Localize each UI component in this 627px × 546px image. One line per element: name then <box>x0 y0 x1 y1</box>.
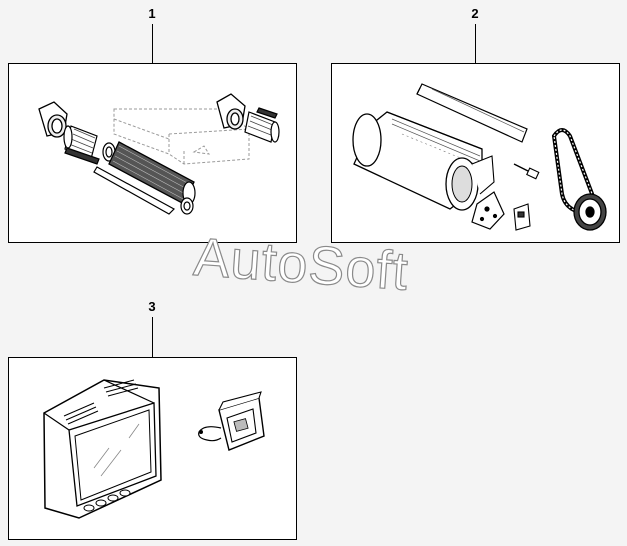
callout-number-1: 1 <box>148 6 156 21</box>
callout-leader-1 <box>152 24 153 63</box>
callout-leader-3 <box>152 317 153 357</box>
callout-number-3: 3 <box>148 299 156 314</box>
left-short-hose <box>63 125 100 165</box>
monitor-vent-slots <box>63 379 139 425</box>
mounting-plate <box>471 191 505 230</box>
duct-hose-illustration <box>38 93 280 215</box>
small-bracket <box>513 203 531 231</box>
left-flange-adaptor <box>38 101 68 138</box>
pulley-wheel <box>573 193 607 231</box>
panel-1-duct-hoses <box>8 63 297 243</box>
cylinder-drum <box>352 111 495 211</box>
callout-number-2: 2 <box>471 6 479 21</box>
adjust-screw <box>513 163 540 180</box>
drum-belt-illustration <box>352 83 607 231</box>
end-hose-clamp <box>180 197 194 215</box>
right-short-hose <box>244 107 280 143</box>
display-unit-illustration <box>43 379 265 519</box>
monitor-front-buttons <box>83 489 131 512</box>
top-cover-strip <box>416 83 528 143</box>
callout-leader-2 <box>475 24 476 63</box>
hose-support-tray <box>93 166 175 215</box>
long-flexible-hose <box>108 141 196 205</box>
control-module-cable <box>198 426 222 442</box>
control-module <box>218 391 265 451</box>
display-monitor <box>43 379 162 519</box>
panel-2-drum-belt-drive <box>331 63 620 243</box>
right-flange-adaptor <box>216 93 246 130</box>
panel-3-display-unit <box>8 357 297 540</box>
